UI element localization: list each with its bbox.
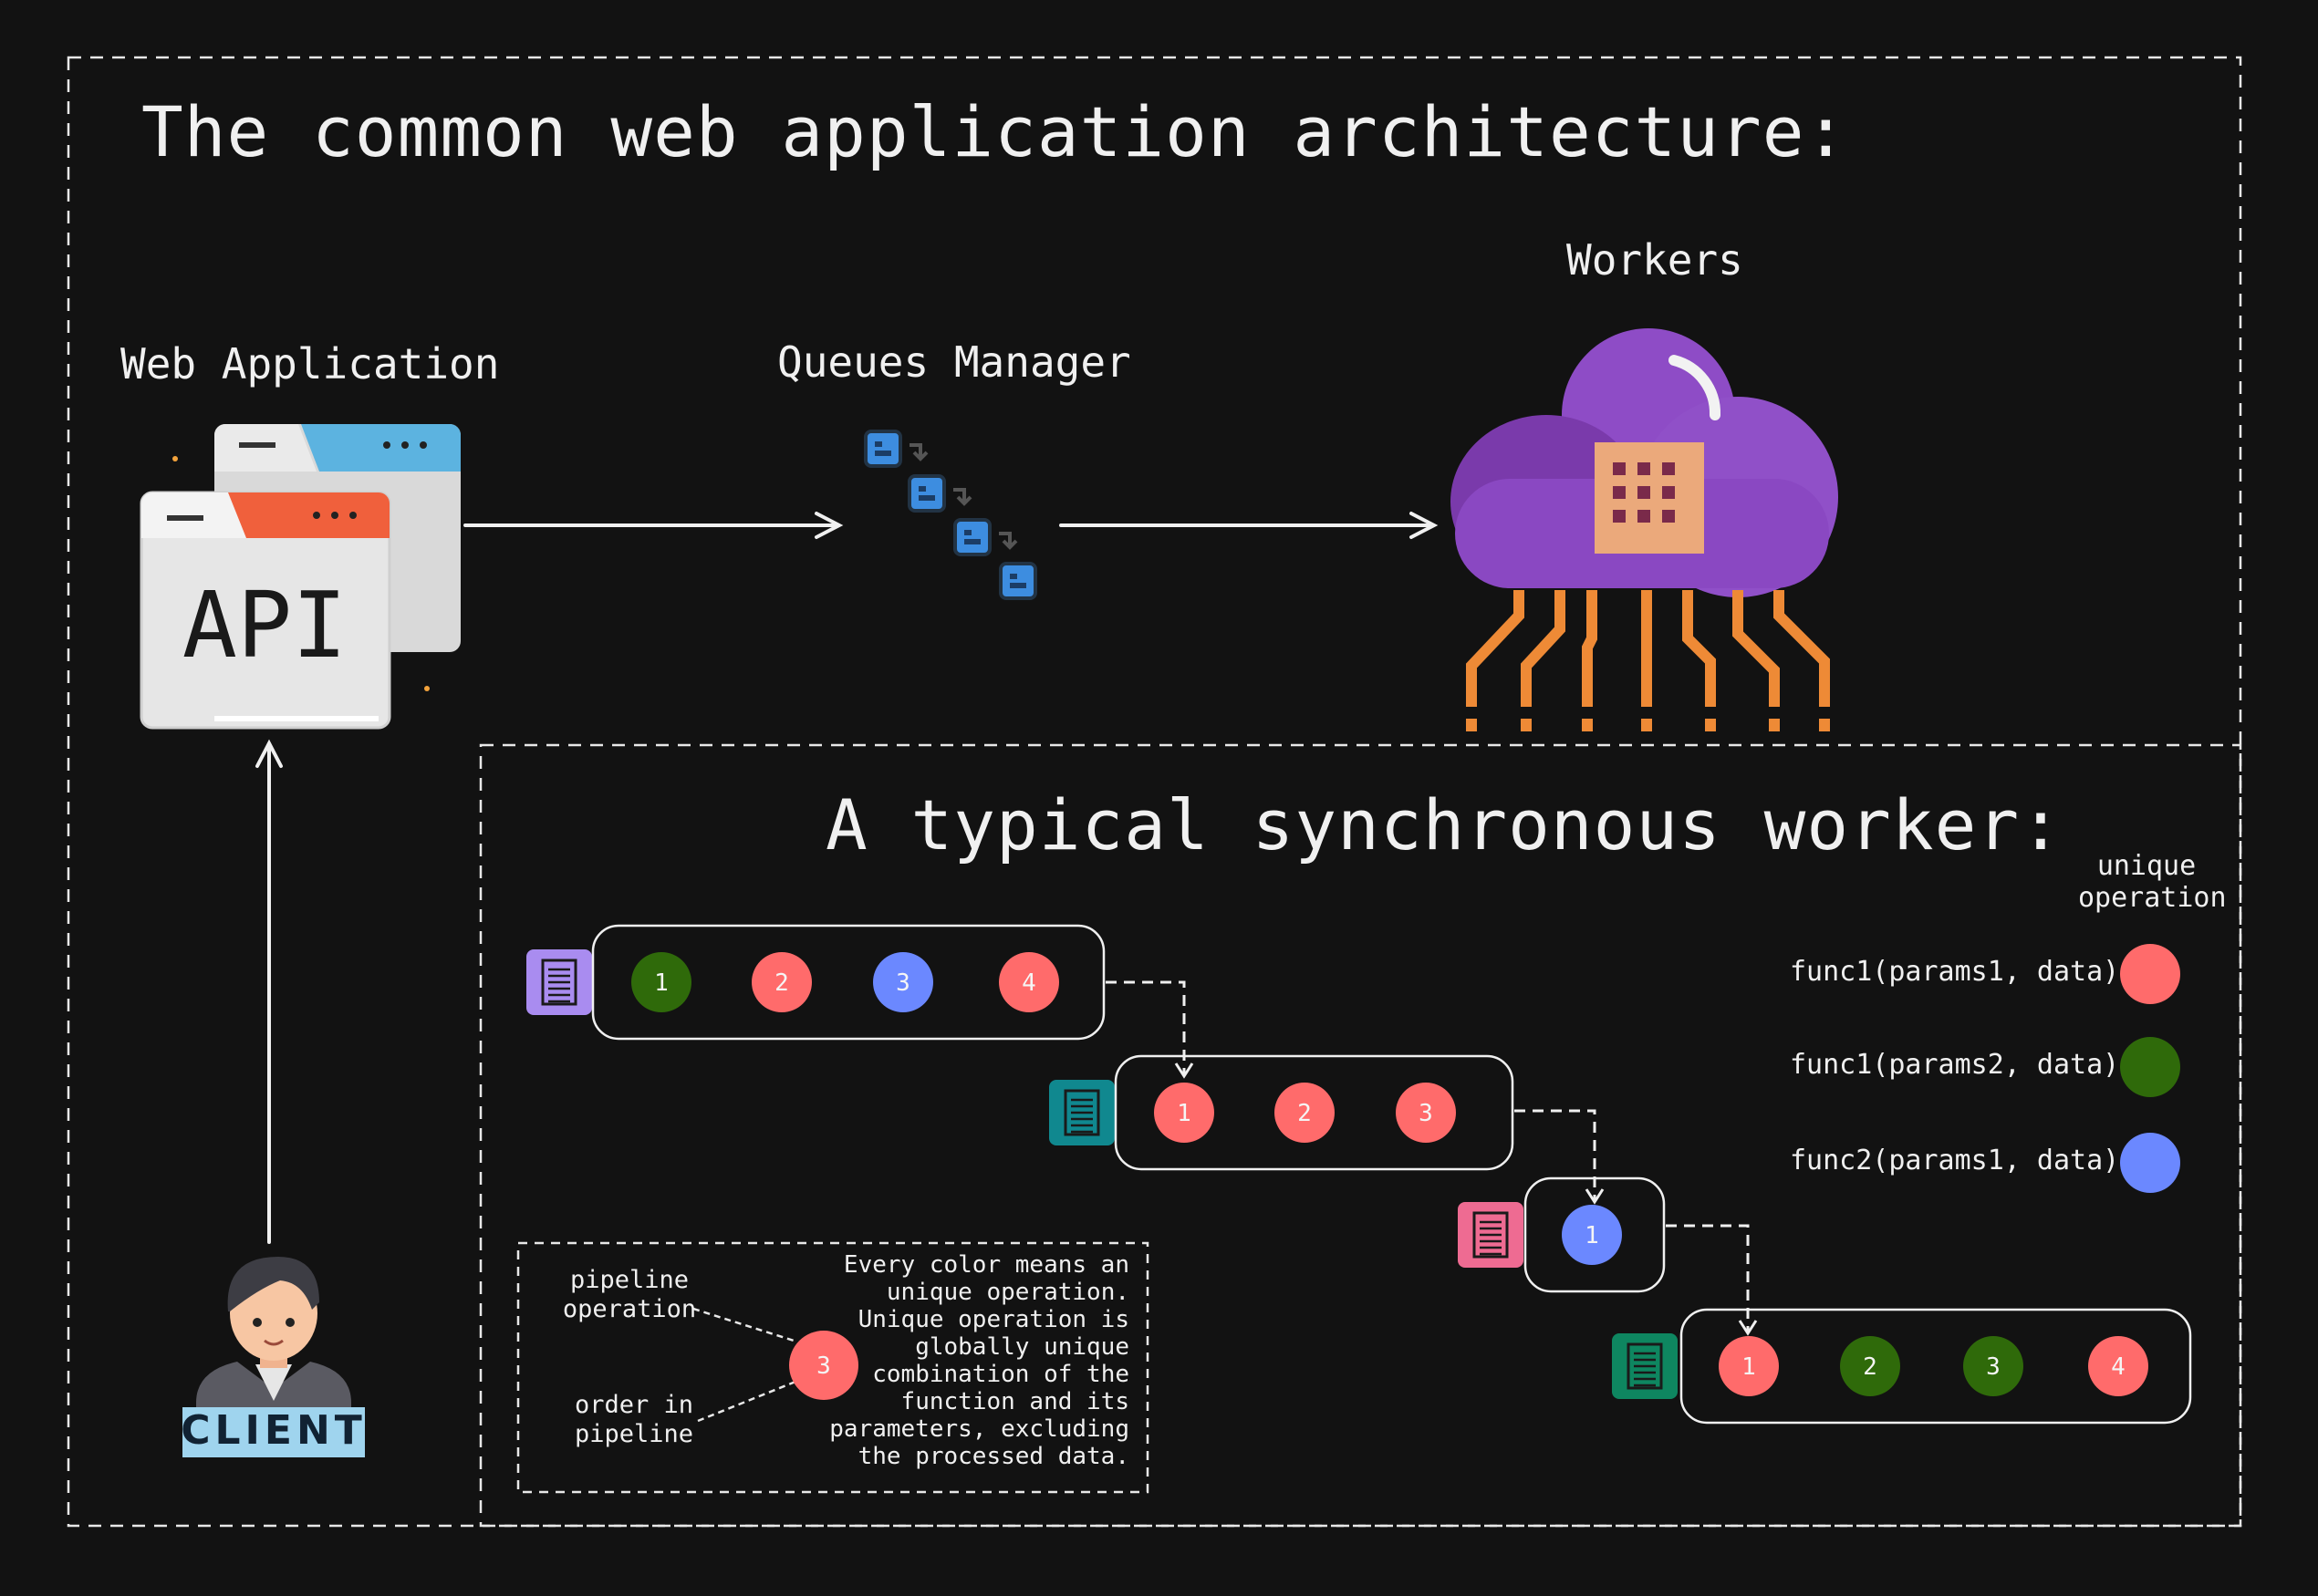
browser-window-icon: API <box>140 424 461 730</box>
explanation-line: globally unique <box>915 1333 1129 1361</box>
sample-operation-number: 3 <box>816 1352 831 1380</box>
connector-arrowhead <box>1738 1320 1758 1336</box>
explanation-line: parameters, excluding <box>829 1415 1129 1443</box>
operation-dot <box>1274 1083 1335 1143</box>
explanation-line: unique operation. <box>886 1279 1129 1306</box>
file-outline <box>541 959 577 1006</box>
legend-color-dot <box>2120 1133 2180 1193</box>
file-outline <box>1064 1089 1100 1136</box>
page-title: The common web application architecture: <box>141 91 1848 172</box>
sample-operation-dot <box>789 1331 858 1400</box>
client-avatar-icon <box>182 1257 365 1457</box>
operation-number: 3 <box>1986 1353 2001 1381</box>
pipeline-box <box>591 924 1106 1041</box>
legend-header-line2: operation <box>2078 882 2227 914</box>
operation-dot <box>1963 1336 2023 1396</box>
api-text: API <box>182 572 348 679</box>
explanation-line: function and its <box>900 1388 1129 1415</box>
operation-number: 1 <box>1741 1353 1756 1381</box>
operation-number: 3 <box>896 969 910 997</box>
operation-dot <box>1562 1205 1622 1265</box>
order-line1: order in <box>574 1391 694 1419</box>
pipeline-operation-label: pipeline operation <box>552 1266 707 1324</box>
pipeline-box <box>1679 1308 2192 1425</box>
explanation-line: the processed data. <box>858 1443 1129 1470</box>
operation-number: 2 <box>774 969 789 997</box>
client-label: CLIENT <box>181 1407 367 1454</box>
queues-manager-label: Queues Manager <box>777 337 1131 387</box>
legend-label: func1(params2, data) <box>1790 1049 2120 1081</box>
operation-dot <box>1396 1083 1456 1143</box>
file-outline <box>1627 1342 1663 1390</box>
connector-arrowhead <box>1174 1062 1194 1079</box>
order-line2: pipeline <box>574 1420 694 1448</box>
leader-line <box>692 1307 795 1342</box>
operation-number: 1 <box>654 969 669 997</box>
operation-dot <box>631 952 691 1012</box>
operation-number: 3 <box>1419 1100 1433 1127</box>
operation-number: 1 <box>1585 1222 1599 1249</box>
pipeline-connector <box>1106 980 1186 1076</box>
queue-icon <box>864 430 1037 600</box>
worker-title: A typical synchronous worker: <box>826 784 2063 865</box>
pipeline-connector <box>1666 1224 1750 1333</box>
cloud-workers-icon <box>1450 328 1838 731</box>
operation-number: 2 <box>1863 1353 1877 1381</box>
pipeline-connector <box>1514 1109 1596 1202</box>
leader-line <box>697 1380 796 1423</box>
workers-label: Workers <box>1566 235 1743 285</box>
operation-dot <box>1719 1336 1779 1396</box>
web-app-label: Web Application <box>120 339 500 389</box>
connector-arrowhead <box>1585 1188 1605 1205</box>
operation-number: 1 <box>1177 1100 1191 1127</box>
operation-dot <box>1154 1083 1214 1143</box>
legend-header: unique operation <box>2078 850 2227 914</box>
file-outline <box>1472 1211 1509 1259</box>
operation-dot <box>999 952 1059 1012</box>
legend-color-dot <box>2120 944 2180 1004</box>
legend-label: func2(params1, data) <box>1790 1145 2120 1176</box>
order-in-pipeline-label: order in pipeline <box>556 1391 712 1449</box>
explanation-line: combination of the <box>872 1361 1129 1388</box>
pipeline-operation-line2: operation <box>562 1295 697 1323</box>
explanation-line: Unique operation is <box>858 1306 1129 1333</box>
operation-number: 4 <box>2111 1353 2126 1381</box>
legend-color-dot <box>2120 1037 2180 1097</box>
legend-header-line1: unique <box>2096 850 2197 882</box>
operation-dot <box>752 952 812 1012</box>
explanation-line: Every color means an <box>843 1251 1129 1279</box>
legend-label: func1(params1, data) <box>1790 956 2120 988</box>
pipeline-operation-line1: pipeline <box>569 1266 690 1294</box>
operation-dot <box>873 952 933 1012</box>
operation-number: 4 <box>1022 969 1036 997</box>
operation-dot <box>2088 1336 2148 1396</box>
operation-dot <box>1840 1336 1900 1396</box>
operation-number: 2 <box>1297 1100 1312 1127</box>
